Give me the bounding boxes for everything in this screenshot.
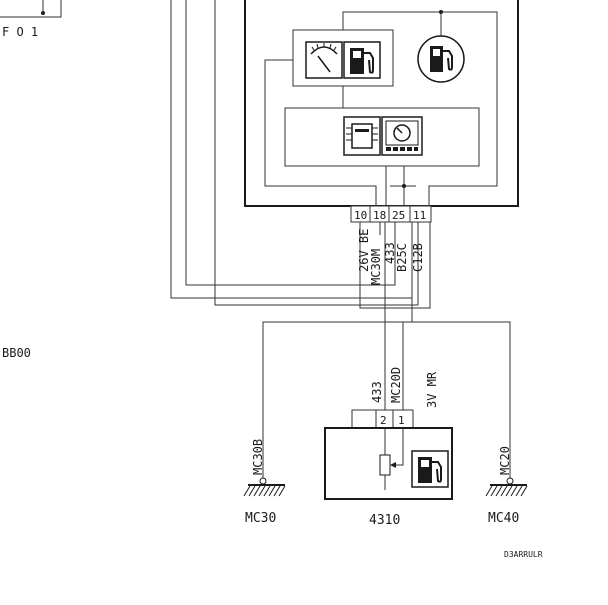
pin-10-label: 10: [354, 209, 367, 222]
fuse-box-f01-fragment: [0, 0, 62, 18]
wire-label-433-upper: 433: [383, 242, 397, 264]
sender-resistor: [379, 428, 404, 490]
wire-to-mc30: [262, 298, 413, 478]
fuel-sender-box: [324, 427, 453, 500]
pin-1-label: 1: [398, 414, 405, 427]
fuel-pump-warning-icon: [430, 46, 453, 72]
ground-label-mc40: MC40: [488, 511, 519, 526]
wire-label-b25c: B25C: [395, 243, 409, 272]
ground-wire-label-mc30b: MC30B: [251, 439, 265, 475]
chip-icon: [343, 116, 381, 156]
bb00-label: BB00: [2, 346, 31, 360]
fuel-pump-icon: [343, 41, 381, 79]
connector-block-top: [350, 205, 432, 223]
wire-to-mc40: [402, 321, 511, 478]
ground-mc40-symbol: [485, 477, 528, 497]
connector-wires: [214, 222, 431, 410]
wire-label-433-lower: 433: [370, 381, 384, 403]
component-label-4310: 4310: [369, 513, 400, 528]
diagram-code: D3ARRULR: [504, 550, 543, 559]
fuel-gauge-icon: [305, 41, 343, 79]
instrument-internal-wiring: [264, 10, 498, 206]
pin-18-label: 18: [373, 209, 386, 222]
instrument-panel-icon: [381, 116, 423, 156]
wire-label-mc30m: MC30M: [369, 249, 383, 285]
fuel-pump-icon: [411, 450, 449, 488]
pin-11-label: 11: [413, 209, 426, 222]
fuse-box-label: F O 1: [2, 25, 38, 39]
harness-wires-left: [170, 0, 413, 299]
connector-block-sender: [351, 409, 414, 429]
wire-label-3v-mr: 3V MR: [425, 371, 439, 408]
wire-label-26v-be: 26V BE: [357, 229, 371, 272]
pin-2-label: 2: [380, 414, 387, 427]
wire-label-c12b: C12B: [411, 243, 425, 272]
wire-label-mc20d: MC20D: [389, 367, 403, 403]
ground-wire-label-mc20: MC20: [498, 446, 512, 475]
ground-label-mc30: MC30: [245, 511, 276, 526]
ground-mc30-symbol: [243, 477, 286, 497]
pin-25-label: 25: [392, 209, 405, 222]
